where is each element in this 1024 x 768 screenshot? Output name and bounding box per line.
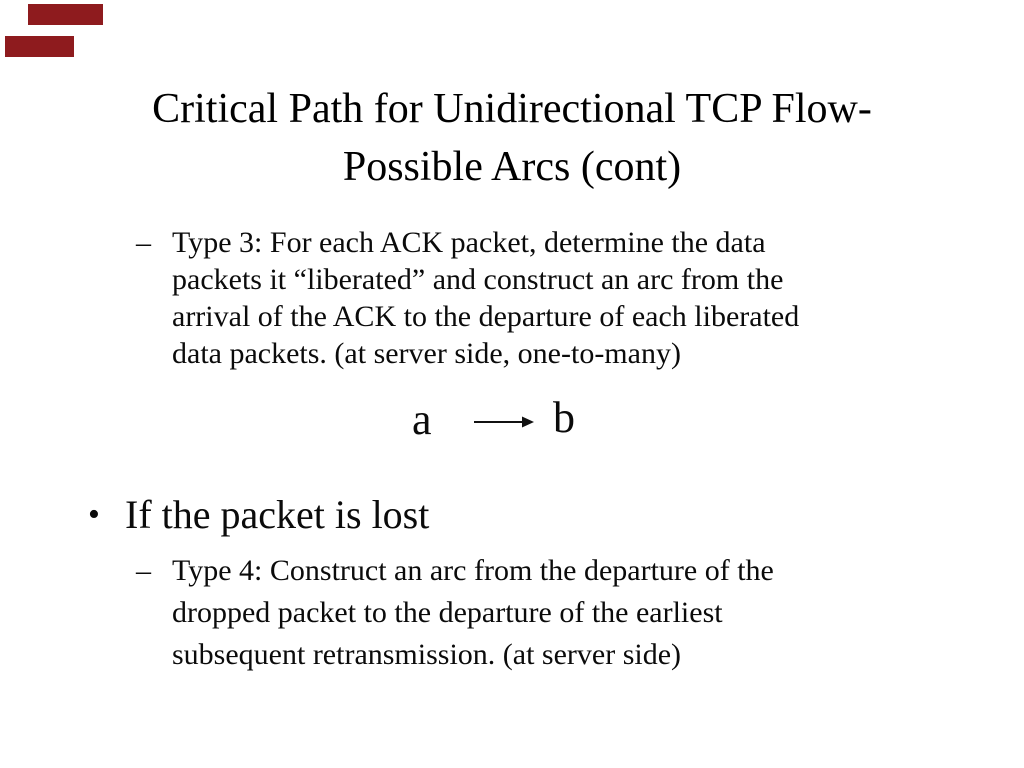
type4-bullet-block: – Type 4: Construct an arc from the depa…	[136, 550, 774, 676]
type3-bullet-text: Type 3: For each ACK packet, determine t…	[172, 224, 799, 372]
dash-bullet-marker: –	[136, 226, 151, 259]
red-logo-mark-top	[28, 4, 103, 25]
right-arrow-icon	[474, 413, 534, 431]
type3-bullet-block: – Type 3: For each ACK packet, determine…	[136, 224, 799, 372]
type3-line-1: Type 3: For each ACK packet, determine t…	[172, 226, 766, 259]
dash-bullet-marker: –	[136, 554, 151, 587]
type4-bullet-text: Type 4: Construct an arc from the depart…	[172, 550, 774, 676]
lost-packet-bullet-text: If the packet is lost	[125, 492, 430, 537]
lost-packet-bullet: • If the packet is lost	[88, 492, 429, 538]
type3-line-3: arrival of the ACK to the departure of e…	[172, 300, 800, 333]
type4-line-1: Type 4: Construct an arc from the depart…	[172, 554, 774, 587]
type3-line-2: packets it “liberated” and construct an …	[172, 263, 784, 296]
slide-title-line-1: Critical Path for Unidirectional TCP Flo…	[152, 86, 872, 132]
type3-line-4: data packets. (at server side, one-to-ma…	[172, 337, 681, 370]
type4-line-2: dropped packet to the departure of the e…	[172, 596, 723, 629]
red-logo-mark-bottom	[5, 36, 74, 57]
type4-line-3: subsequent retransmission. (at server si…	[172, 638, 682, 671]
diagram-node-b: b	[553, 393, 575, 442]
slide-title: Critical Path for Unidirectional TCP Flo…	[0, 80, 1024, 196]
slide-title-line-2: Possible Arcs (cont)	[342, 144, 682, 190]
diagram-node-a: a	[412, 395, 432, 444]
round-bullet-marker: •	[88, 496, 100, 533]
